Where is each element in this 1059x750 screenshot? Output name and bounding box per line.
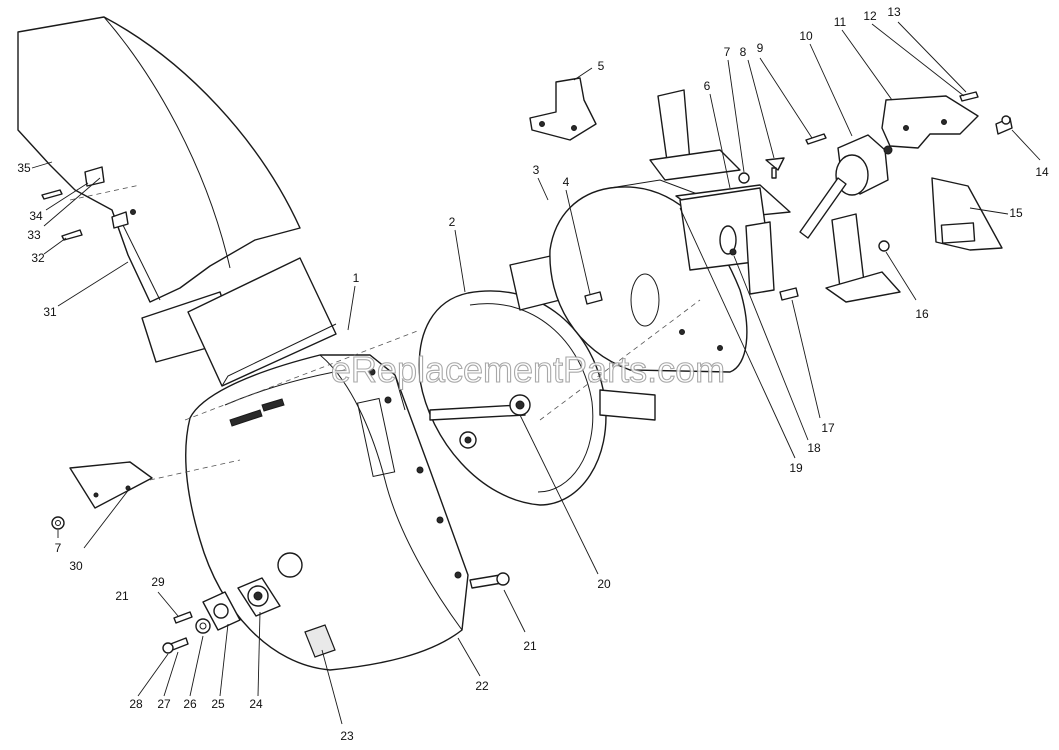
callout-14: 14 — [1035, 165, 1049, 179]
callout-29: 29 — [151, 575, 165, 589]
callout-22: 22 — [475, 679, 489, 693]
support-bracket-ghost — [649, 89, 741, 181]
discharge-chute — [17, 16, 301, 303]
callout-13: 13 — [887, 5, 901, 19]
pin-9 — [805, 133, 827, 145]
assembly-centerlines — [69, 184, 701, 481]
callout-24: 24 — [249, 697, 263, 711]
bolt-3 — [584, 291, 603, 305]
motor-bracket-11 — [881, 95, 979, 149]
callout-30: 30 — [69, 559, 83, 573]
callout-23: 23 — [340, 729, 354, 743]
callout-16: 16 — [915, 307, 929, 321]
callout-28: 28 — [129, 697, 143, 711]
callout-4: 4 — [563, 175, 570, 189]
leader-lines — [31, 21, 1041, 725]
callout-19: 19 — [789, 461, 803, 475]
callout-9: 9 — [757, 41, 764, 55]
callout-labels: 35 34 33 32 31 1 2 3 4 5 6 7 8 9 10 11 1… — [17, 5, 1049, 743]
bearing-flange — [237, 552, 303, 617]
callout-21-left: 21 — [115, 589, 129, 603]
callout-32: 32 — [31, 251, 45, 265]
callout-17: 17 — [821, 421, 835, 435]
callout-1: 1 — [353, 271, 360, 285]
mount-bracket-5 — [529, 77, 597, 141]
callout-35: 35 — [17, 161, 31, 175]
chute-deflector — [141, 257, 337, 387]
chute-bracket — [69, 461, 153, 509]
bolt-21 — [469, 572, 510, 589]
callout-8: 8 — [740, 45, 747, 59]
chute-clip-plate — [84, 166, 105, 187]
chute-screw-34 — [41, 189, 63, 200]
knob-8 — [765, 157, 785, 179]
callout-7-top: 7 — [724, 45, 731, 59]
electric-motor — [799, 134, 893, 239]
bolt-29 — [173, 611, 193, 624]
nut-7-left — [51, 516, 65, 530]
lower-bracket-16 — [825, 213, 901, 303]
bolt-17 — [779, 287, 799, 301]
bearing-plate — [202, 591, 241, 631]
callout-15: 15 — [1009, 206, 1023, 220]
nut-7-top — [738, 172, 750, 184]
watermark-text: eReplacementParts.com — [331, 349, 725, 390]
callout-20: 20 — [597, 577, 611, 591]
impeller — [418, 254, 656, 506]
callout-33: 33 — [27, 228, 41, 242]
callout-11: 11 — [834, 15, 847, 29]
chute-bolt-32 — [61, 209, 136, 241]
bolt-28 — [162, 637, 189, 654]
callout-10: 10 — [799, 29, 813, 43]
callout-2: 2 — [449, 215, 456, 229]
screw-12-13 — [959, 91, 979, 102]
callout-25: 25 — [211, 697, 225, 711]
callout-7-left: 7 — [55, 541, 62, 555]
washer-26 — [195, 618, 211, 634]
callout-26: 26 — [183, 697, 197, 711]
side-bracket-15 — [931, 177, 1003, 251]
callout-5: 5 — [598, 59, 605, 73]
callout-27: 27 — [157, 697, 171, 711]
motor-mount-bracket — [675, 184, 791, 295]
callout-31: 31 — [43, 305, 57, 319]
callout-34: 34 — [29, 209, 43, 223]
callout-6: 6 — [704, 79, 711, 93]
callout-21-right: 21 — [523, 639, 537, 653]
housing-decal — [304, 624, 336, 658]
bolt-14 — [995, 115, 1013, 135]
callout-3: 3 — [533, 163, 540, 177]
callout-18: 18 — [807, 441, 821, 455]
callout-12: 12 — [863, 9, 877, 23]
